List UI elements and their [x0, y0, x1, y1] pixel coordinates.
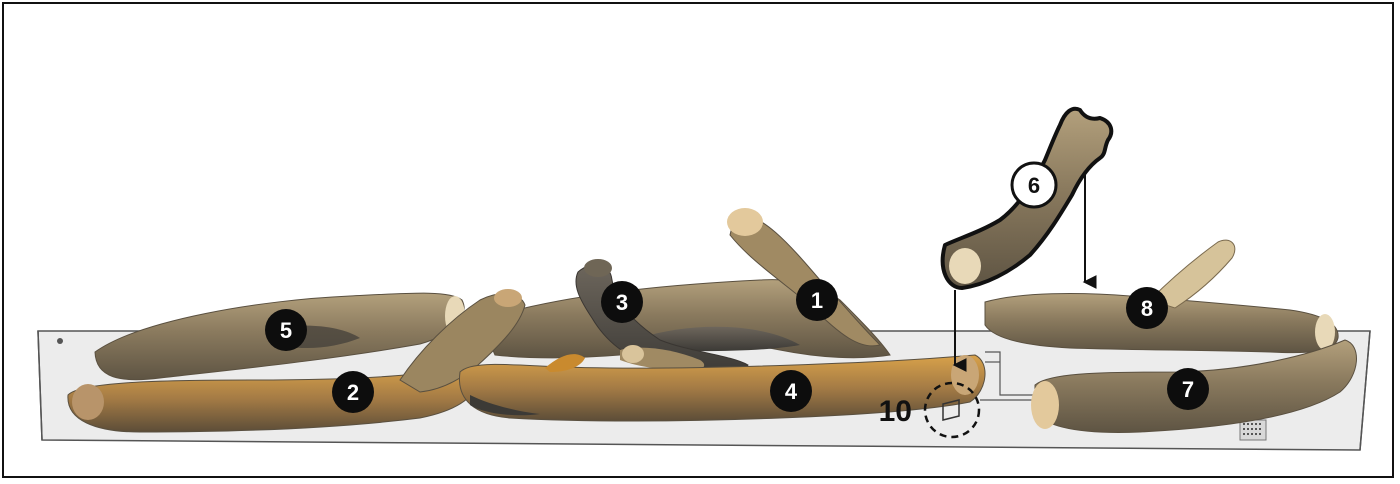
badge-1: 1: [796, 279, 838, 321]
badge-2: 2: [332, 371, 374, 413]
vent-grille: [1240, 420, 1266, 440]
callout-10-label: 10: [879, 395, 912, 428]
badge-2-label: 2: [347, 380, 359, 405]
badge-3-label: 3: [616, 290, 628, 315]
badge-1-label: 1: [811, 288, 823, 313]
badge-5-label: 5: [280, 318, 292, 343]
badge-7-label: 7: [1182, 377, 1194, 402]
badge-4-label: 4: [785, 379, 798, 404]
badge-5: 5: [265, 309, 307, 351]
badge-7: 7: [1167, 368, 1209, 410]
badge-6-label: 6: [1028, 173, 1040, 198]
badge-4: 4: [770, 370, 812, 412]
badge-6: 6: [1012, 163, 1056, 207]
badge-8: 8: [1126, 287, 1168, 329]
badge-3: 3: [601, 281, 643, 323]
badge-8-label: 8: [1141, 296, 1153, 321]
